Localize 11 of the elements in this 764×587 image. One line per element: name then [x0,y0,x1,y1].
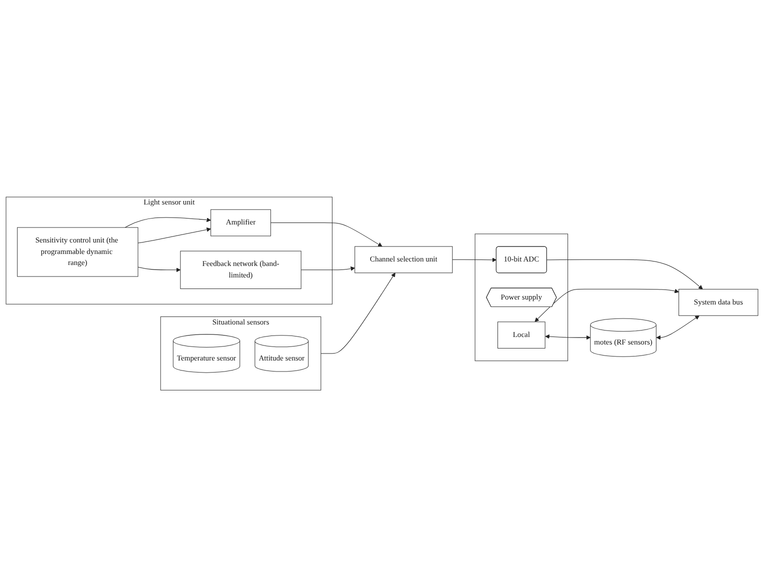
arrow [320,272,396,354]
arrow [656,315,700,340]
arrow [546,259,703,290]
arrow [138,266,181,272]
arrow [138,227,211,244]
arrow [534,288,679,322]
arrow [545,334,591,340]
arrow [452,258,497,262]
arrow [124,217,211,228]
arrow [300,266,356,271]
arrow [270,222,382,247]
